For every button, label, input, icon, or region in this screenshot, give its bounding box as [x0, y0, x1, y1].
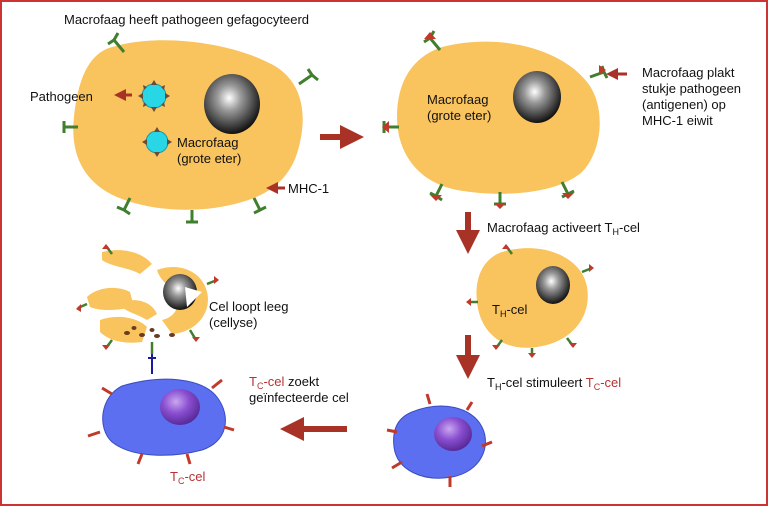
pathogen-label: Pathogeen — [30, 89, 93, 104]
th-cell-label: TH-cel — [492, 302, 528, 319]
title-label: Macrofaag heeft pathogeen gefagocyteerd — [64, 12, 310, 27]
tc-nucleus — [160, 389, 200, 425]
plakt-label-line1: Macrofaag plakt — [642, 65, 735, 80]
zoekt-label-line2: geïnfecteerde cel — [249, 390, 349, 405]
pathogen-icon — [138, 80, 170, 112]
tc-nucleus — [434, 417, 472, 451]
mhc-label: MHC-1 — [288, 181, 330, 196]
tc-receptor-icon — [87, 378, 235, 465]
macrophage-1-label-line1: Macrofaag — [177, 135, 239, 150]
macrophage-2-label-line2: (grote eter) — [427, 108, 492, 123]
macrophage-cell-1 — [73, 40, 303, 210]
zoekt-label-line1: TC-cel zoekt — [249, 374, 320, 391]
antigen-icon — [382, 32, 606, 209]
nucleus-icon — [513, 71, 561, 123]
lysis-label-line1: Cel loopt leeg — [209, 299, 289, 314]
activeert-label: Macrofaag activeert TH-cel — [487, 220, 640, 237]
antigen-icon — [466, 244, 594, 358]
nucleus-icon — [204, 74, 260, 134]
lysis-label-line2: (cellyse) — [209, 315, 258, 330]
th-cell — [476, 248, 588, 348]
tc-receptor-icon — [386, 393, 493, 487]
mhc-receptor-icon — [62, 32, 319, 224]
tc-cell-label: TC-cel — [170, 469, 206, 486]
plakt-label-line4: MHC-1 eiwit — [642, 113, 713, 128]
debris — [124, 326, 175, 338]
antigen-icon — [76, 244, 219, 350]
macrophage-2-label-line1: Macrofaag — [427, 92, 489, 107]
pathogen-icon — [142, 127, 172, 157]
plakt-label-line3: (antigenen) op — [642, 97, 726, 112]
plakt-label-line2: stukje pathogeen — [642, 81, 742, 96]
nucleus-icon — [536, 266, 570, 304]
stimuleert-label: TH-cel stimuleert TC-cel — [487, 375, 622, 392]
macrophage-1-label-line2: (grote eter) — [177, 151, 242, 166]
